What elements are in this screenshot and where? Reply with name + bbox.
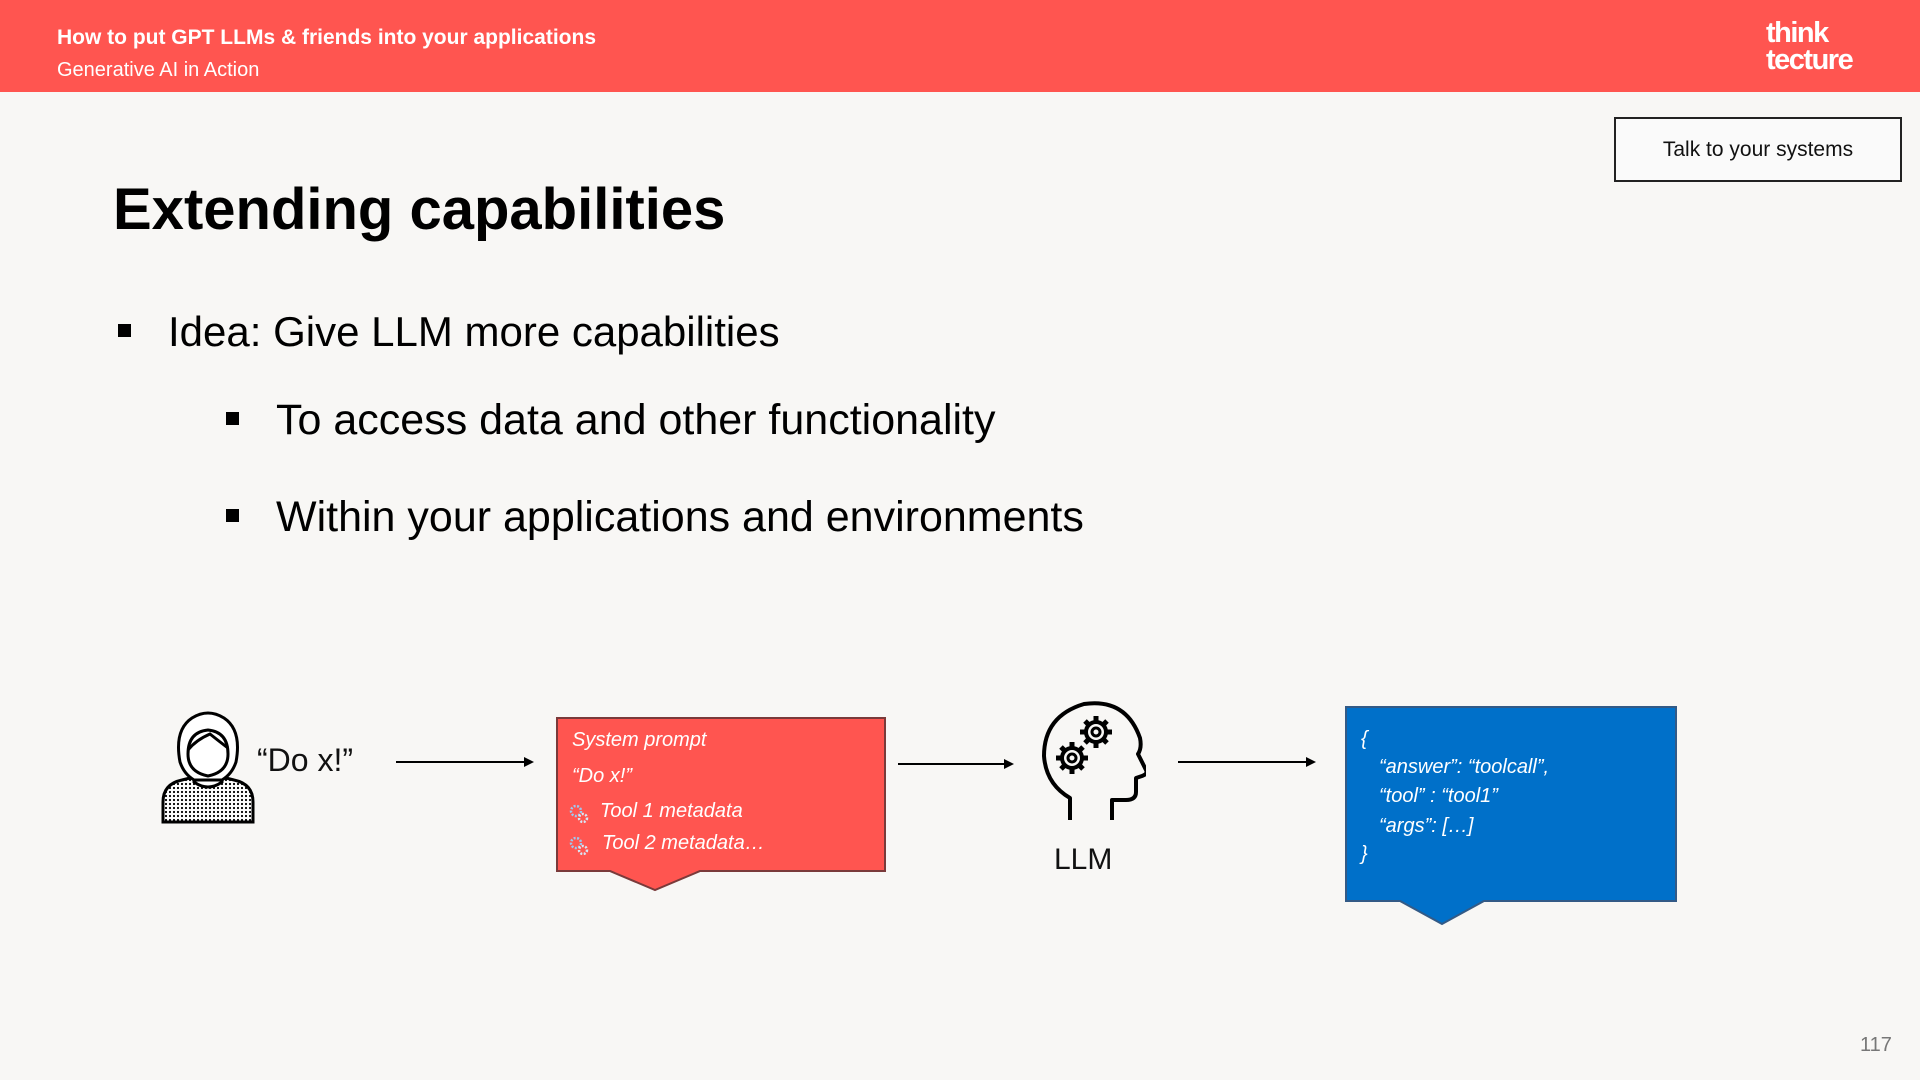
system-prompt-text: “Do x!” — [572, 765, 632, 787]
arrow-icon — [1178, 757, 1316, 767]
json-close-brace: } — [1361, 843, 1368, 865]
bullet-text: Idea: Give LLM more capabilities — [168, 308, 780, 355]
user-icon — [161, 711, 255, 824]
presentation-title: How to put GPT LLMs & friends into your … — [57, 26, 596, 49]
header-bar: How to put GPT LLMs & friends into your … — [0, 0, 1920, 92]
bullet-square-icon — [226, 412, 239, 425]
section-tag: Talk to your systems — [1614, 117, 1902, 182]
callout-pointer — [610, 870, 700, 892]
arrow-icon — [898, 759, 1014, 769]
json-args-line: “args”: […] — [1379, 815, 1474, 837]
json-response-box: { “answer”: “toolcall”, “tool” : “tool1”… — [1345, 706, 1677, 902]
gears-icon — [569, 804, 589, 824]
bullet-square-icon — [226, 509, 239, 522]
thinktecture-logo: think tecture — [1766, 17, 1854, 76]
gears-icon — [569, 836, 589, 856]
json-tool-line: “tool” : “tool1” — [1379, 785, 1498, 807]
bullet-text: Within your applications and environment… — [276, 493, 1084, 541]
llm-label: LLM — [1054, 843, 1113, 876]
slide-title: Extending capabilities — [113, 177, 726, 242]
arrow-icon — [396, 757, 534, 767]
tool1-metadata: Tool 1 metadata — [600, 800, 743, 822]
system-prompt-heading: System prompt — [572, 729, 707, 751]
callout-pointer — [1400, 900, 1484, 926]
tool2-metadata: Tool 2 metadata… — [602, 832, 765, 854]
brain-gears-icon — [1042, 701, 1146, 820]
json-answer-line: “answer”: “toolcall”, — [1379, 756, 1550, 778]
page-number: 117 — [1860, 1034, 1892, 1056]
system-prompt-box: System prompt “Do x!” Tool 1 metadata To… — [556, 717, 886, 872]
json-open-brace: { — [1361, 728, 1368, 750]
bullet-text: To access data and other functionality — [276, 396, 996, 444]
presentation-subtitle: Generative AI in Action — [57, 59, 260, 81]
user-request-text: “Do x!” — [257, 742, 353, 778]
bullet-square-icon — [118, 324, 131, 337]
